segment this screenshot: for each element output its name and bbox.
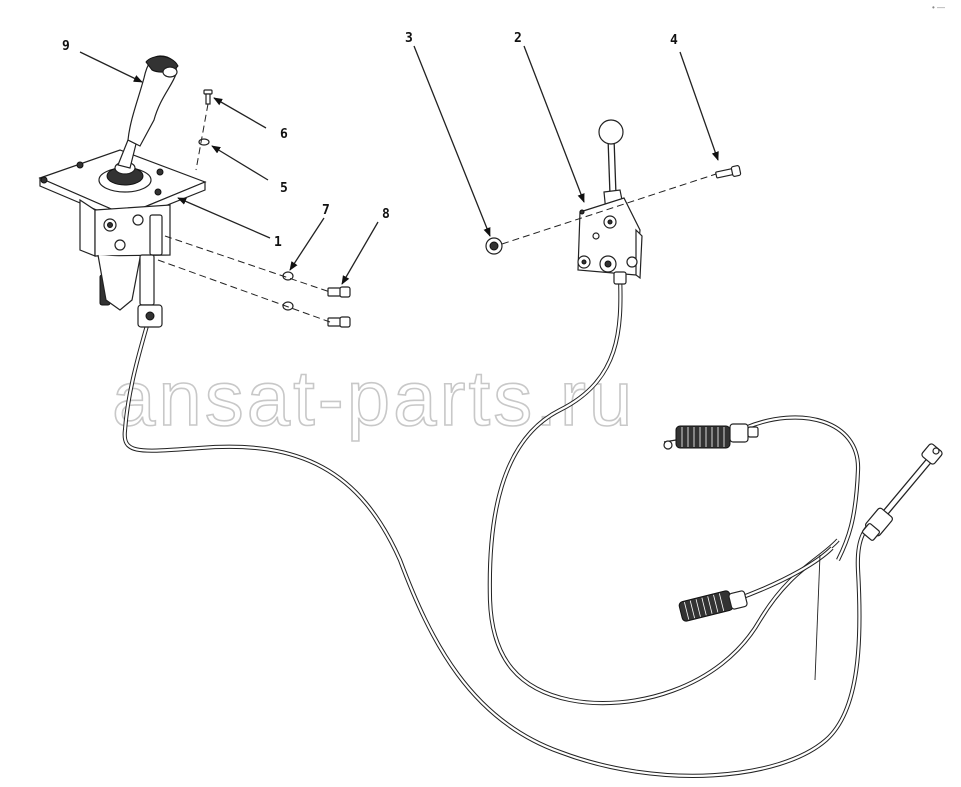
assembly-lines	[157, 103, 717, 323]
part-bushing	[485, 237, 503, 255]
callout-7: 7	[322, 203, 330, 218]
cable-assembly	[122, 274, 882, 778]
part-bolts	[327, 286, 351, 328]
cable-spring-end-upper	[663, 423, 759, 450]
callout-1: 1	[274, 235, 282, 250]
joystick-assembly	[38, 55, 207, 328]
callout-leaders	[79, 45, 719, 285]
part-bolt-lever	[715, 165, 742, 179]
part-washer-top	[198, 138, 210, 146]
part-washers	[282, 271, 294, 311]
callout-8: 8	[382, 207, 390, 222]
callout-5: 5	[280, 181, 288, 196]
callout-3: 3	[405, 31, 413, 46]
cable-rod-end	[861, 443, 943, 541]
part-screw	[203, 89, 213, 105]
cable-spring-end-lower	[678, 590, 748, 622]
corner-mark: • —	[932, 3, 945, 12]
callout-6: 6	[280, 127, 288, 142]
callout-2: 2	[514, 31, 522, 46]
lever-assembly	[577, 119, 643, 285]
callout-9: 9	[62, 39, 70, 54]
watermark: ansat-parts.ru	[112, 354, 635, 442]
callout-4: 4	[670, 33, 678, 48]
